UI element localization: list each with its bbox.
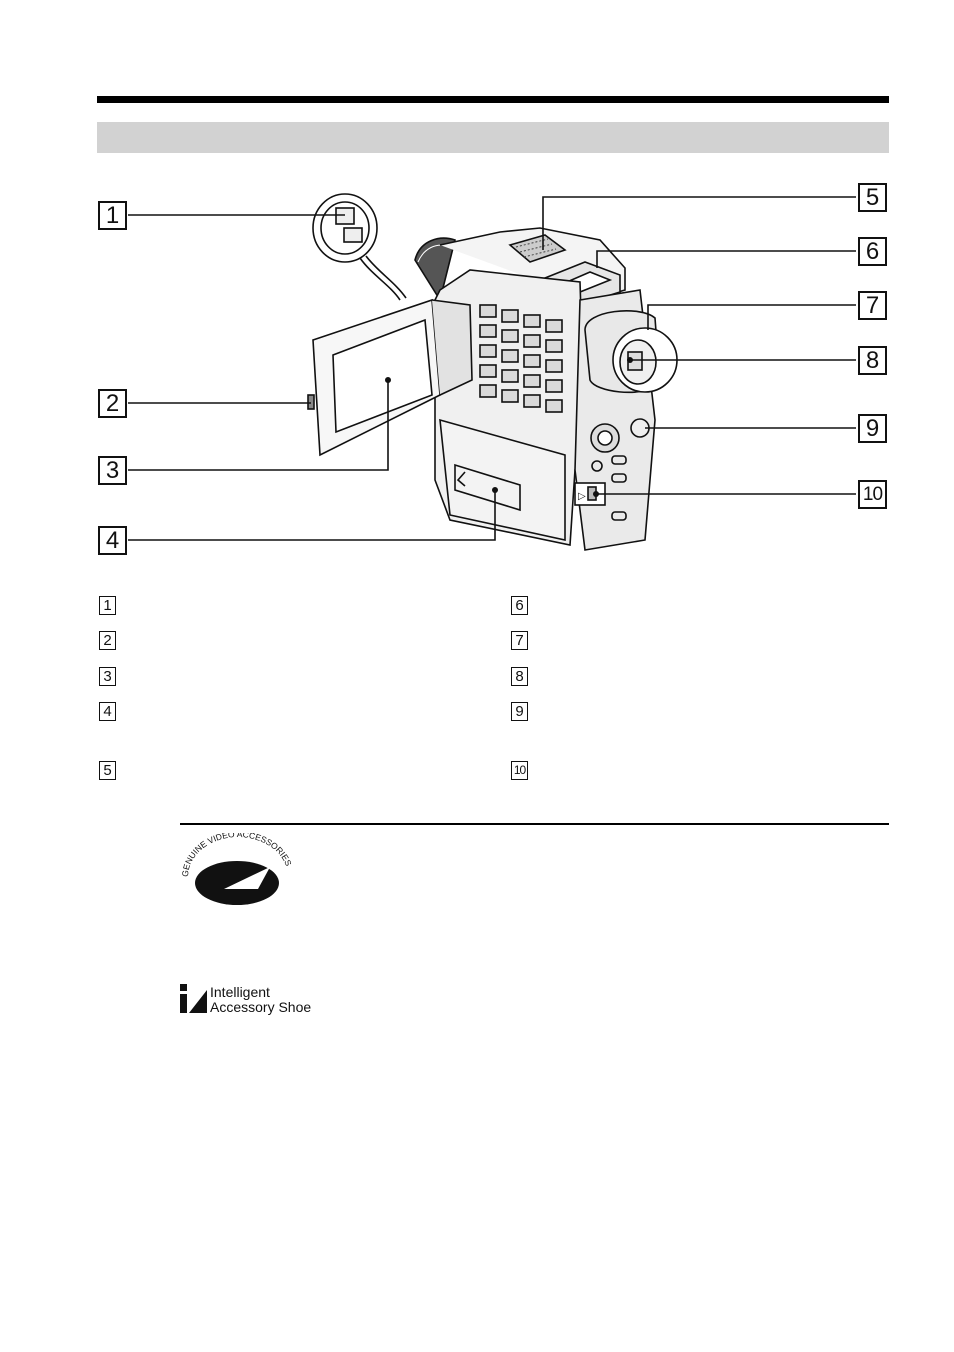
legend-num-7: 7: [511, 631, 528, 650]
genuine-video-accessories-logo: GENUINE VIDEO ACCESSORIES: [180, 833, 294, 905]
camcorder-illustration: ▷: [128, 193, 856, 551]
callout-5: 5: [858, 183, 887, 212]
legend-num-6: 6: [511, 596, 528, 615]
callout-6: 6: [858, 237, 887, 266]
legend-num-3: 3: [99, 667, 116, 686]
callout-4: 4: [98, 526, 127, 555]
callout-8: 8: [858, 346, 887, 375]
callout-7: 7: [858, 291, 887, 320]
svg-text:▷: ▷: [578, 491, 586, 502]
callout-9: 9: [858, 414, 887, 443]
intelligent-shoe-label: Intelligent Accessory Shoe: [210, 985, 311, 1015]
legend-num-4: 4: [99, 702, 116, 721]
legend-num-2: 2: [99, 631, 116, 650]
top-rule: [97, 96, 889, 103]
intelligent-shoe-logo: [180, 984, 207, 1013]
legend-num-8: 8: [511, 667, 528, 686]
legend-num-9: 9: [511, 702, 528, 721]
legend-num-5: 5: [99, 761, 116, 780]
section-divider: [180, 823, 889, 825]
callout-10: 10: [858, 480, 887, 509]
callout-2: 2: [98, 389, 127, 418]
section-title-band: [97, 122, 889, 153]
shoe-label-line1: Intelligent: [210, 984, 270, 1000]
callout-1: 1: [98, 201, 127, 230]
legend-num-1: 1: [99, 596, 116, 615]
legend-num-10: 10: [511, 761, 528, 780]
callout-3: 3: [98, 456, 127, 485]
shoe-label-line2: Accessory Shoe: [210, 999, 312, 1015]
